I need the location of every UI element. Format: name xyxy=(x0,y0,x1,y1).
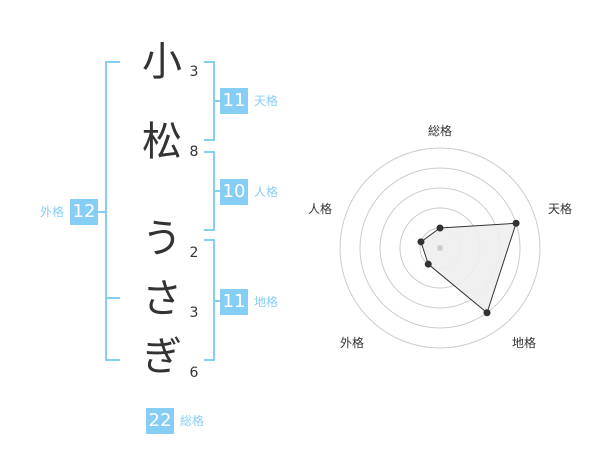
radar-axis-label-jinkaku: 人格 xyxy=(308,202,333,216)
soukaku-value-badge: 22 xyxy=(146,408,174,434)
radar-center-dot xyxy=(437,245,443,251)
name-char-2: 松 xyxy=(142,119,182,165)
radar-grid-ring xyxy=(339,147,541,349)
tenkaku-value-badge: 11 xyxy=(220,88,248,114)
radar-axis-label-tenkaku: 天格 xyxy=(548,202,573,216)
tenkaku-label: 天格 xyxy=(254,94,279,108)
stroke-count-1: 3 xyxy=(189,64,199,80)
radar-point-4 xyxy=(417,238,425,246)
radar-axis-label-soukaku: 総格 xyxy=(428,124,453,138)
radar-value-polygon xyxy=(420,222,517,314)
radar-point-2 xyxy=(483,309,491,317)
chikaku-value-badge: 11 xyxy=(220,289,248,315)
stroke-count-5: 6 xyxy=(189,365,199,381)
gaikaku-value-badge: 12 xyxy=(70,199,98,225)
name-char-4: さ xyxy=(142,276,182,322)
radar-axis-label-gaikaku: 外格 xyxy=(340,336,365,350)
stroke-count-2: 8 xyxy=(189,144,199,160)
radar-axis-label-chikaku: 地格 xyxy=(512,336,537,350)
name-char-5: ぎ xyxy=(142,334,182,380)
radar-point-0 xyxy=(436,224,444,232)
jinkaku-label: 人格 xyxy=(254,185,279,199)
stroke-count-3: 2 xyxy=(189,245,199,261)
soukaku-label: 総格 xyxy=(180,414,205,428)
jinkaku-value-badge: 10 xyxy=(220,179,248,205)
stroke-count-4: 3 xyxy=(189,305,199,321)
name-char-3: う xyxy=(142,216,182,262)
gaikaku-label: 外格 xyxy=(40,205,65,219)
radar-point-1 xyxy=(512,219,520,227)
radar-grid-ring xyxy=(359,167,521,329)
chikaku-label: 地格 xyxy=(254,295,279,309)
radar-point-3 xyxy=(424,260,432,268)
name-char-1: 小 xyxy=(142,39,182,85)
